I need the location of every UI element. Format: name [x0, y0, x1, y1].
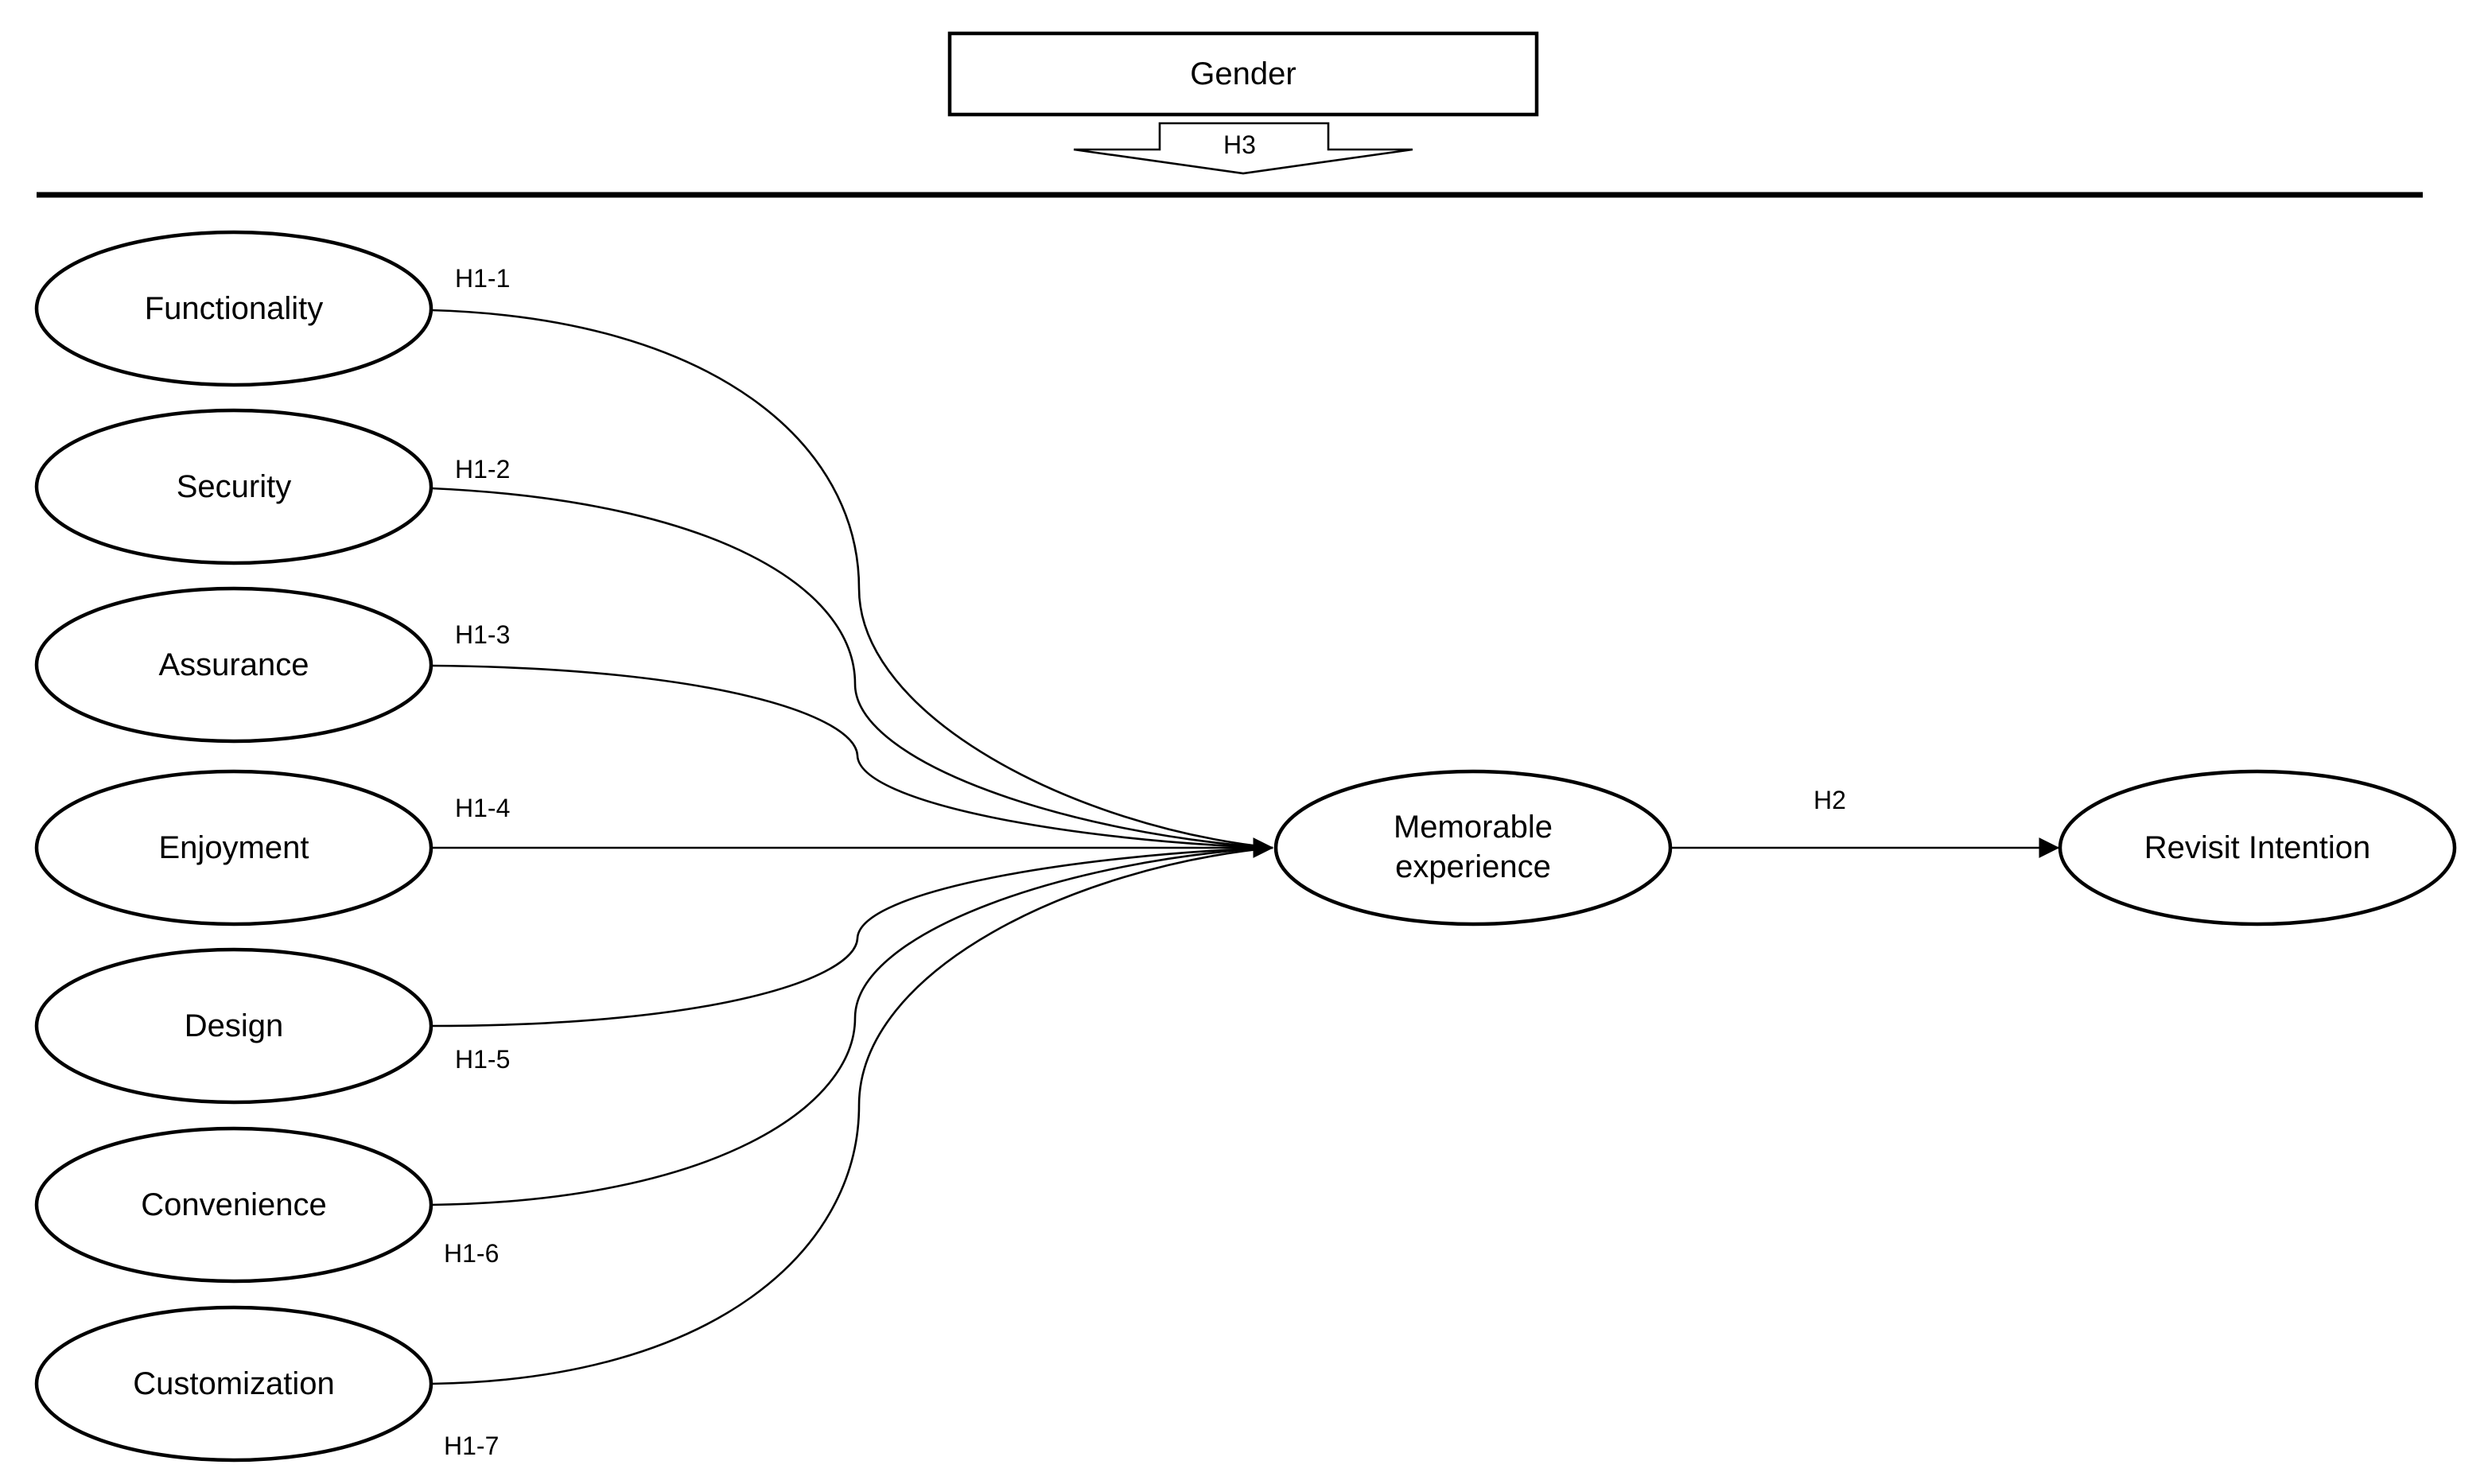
- node-security: Security: [34, 408, 433, 565]
- edge-design-to-mediator: [430, 846, 1273, 1028]
- node-label-functionality: Functionality: [145, 291, 324, 326]
- edge-label-h1-5: H1-5: [455, 1045, 510, 1074]
- edge-label-h1-6: H1-6: [444, 1239, 499, 1268]
- node-customization: Customization: [34, 1305, 433, 1463]
- edge-label-h2: H2: [1814, 786, 1846, 814]
- node-convenience: Convenience: [34, 1126, 433, 1284]
- edge-security-to-mediator: [430, 487, 1273, 849]
- moderator-node-gender: Gender: [947, 31, 1539, 117]
- edge-label-h1-7: H1-7: [444, 1432, 499, 1460]
- node-label-customization: Customization: [133, 1366, 334, 1401]
- moderator-label: Gender: [1190, 56, 1296, 91]
- moderator-arrow-h3: H3: [1073, 122, 1413, 175]
- node-functionality: Functionality: [34, 230, 433, 387]
- edge-label-h1-3: H1-3: [455, 620, 510, 649]
- node-label-security: Security: [177, 469, 292, 504]
- edge-label-h1-4: H1-4: [455, 794, 510, 822]
- node-memorable-experience: Memorable experience: [1273, 769, 1673, 927]
- edge-label-h1-2: H1-2: [455, 455, 510, 484]
- node-enjoyment: Enjoyment: [34, 769, 433, 927]
- edge-customization-to-mediator: [430, 846, 1273, 1385]
- node-label-memorable-line2: experience: [1395, 849, 1551, 884]
- node-label-enjoyment: Enjoyment: [159, 830, 309, 865]
- node-label-revisit-intention: Revisit Intention: [2144, 830, 2371, 865]
- edge-functionality-to-mediator: [430, 309, 1273, 849]
- node-revisit-intention: Revisit Intention: [2058, 769, 2457, 927]
- node-label-convenience: Convenience: [141, 1187, 327, 1222]
- node-assurance: Assurance: [34, 586, 433, 744]
- edge-assurance-to-mediator: [430, 664, 1273, 849]
- node-label-assurance: Assurance: [159, 647, 309, 682]
- edge-convenience-to-mediator: [430, 846, 1273, 1206]
- h3-label: H3: [1223, 130, 1256, 159]
- node-label-memorable-line1: Memorable: [1394, 810, 1553, 845]
- node-label-design: Design: [185, 1008, 284, 1043]
- node-design: Design: [34, 947, 433, 1105]
- edge-label-h1-1: H1-1: [455, 264, 510, 293]
